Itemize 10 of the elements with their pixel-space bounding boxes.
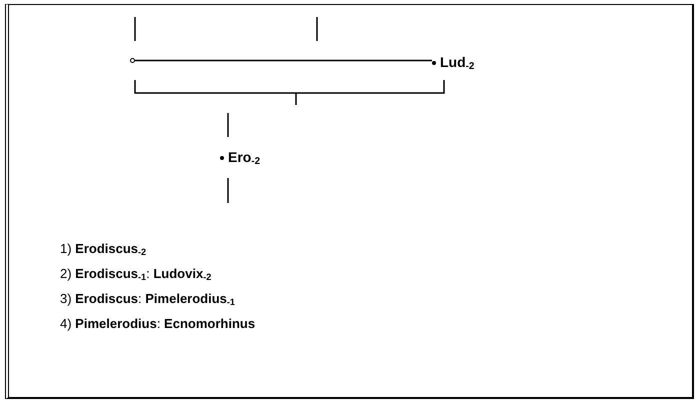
taxon-label: Ero$_{-2}$ — [228, 149, 260, 167]
list-item: 3) Erodiscus: Pimelerodius$_{-1}$ — [60, 291, 235, 307]
taxon-label: Lud$_{-2}$ — [440, 54, 474, 72]
taxon-node — [220, 149, 260, 167]
taxon-node — [432, 54, 474, 72]
list-item: 1) Erodiscus$_{-2}$ — [60, 241, 146, 257]
list-item: 2) Erodiscus$_{-1}$: Ludovix$_{-2}$ — [60, 266, 212, 282]
connector-line — [135, 60, 432, 62]
list-item: 4) Pimelerodius: Ecnomorhinus — [60, 316, 256, 331]
open-circle — [130, 58, 135, 63]
